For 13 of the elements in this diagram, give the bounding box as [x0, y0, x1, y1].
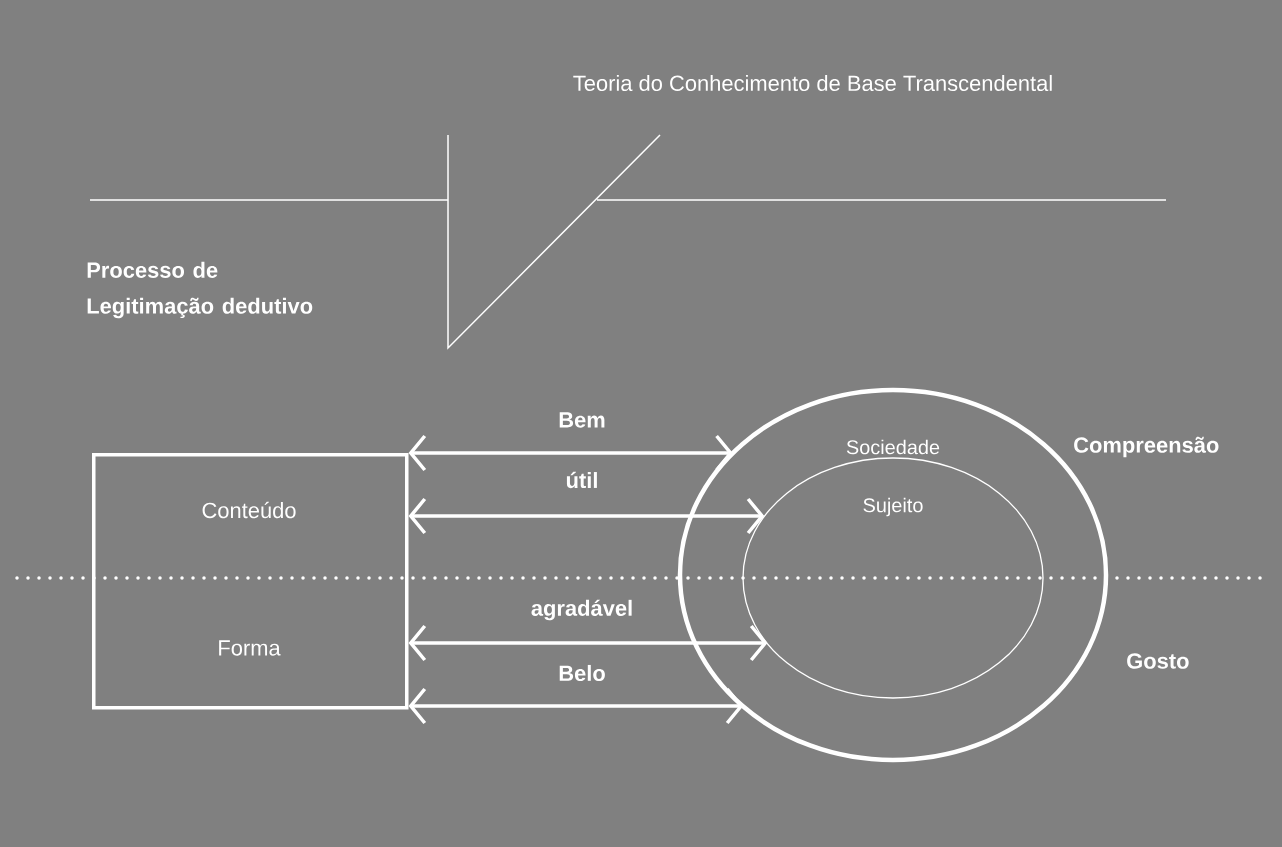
side-label: Gosto	[1127, 653, 1189, 669]
content-box: Conteúdo Forma	[92, 453, 409, 710]
side-label: Compreensão	[1074, 436, 1219, 458]
edge-label: agradável	[531, 599, 632, 621]
double-arrow	[408, 624, 768, 662]
edge-label: Belo	[559, 664, 605, 682]
side-label: Processo de Legitimação dedutivo	[87, 261, 313, 319]
double-arrow	[408, 497, 765, 535]
double-arrow	[408, 687, 744, 725]
double-arrow	[408, 434, 733, 472]
edge-label: Bem	[559, 412, 605, 428]
title: Teoria do Conhecimento de Base Transcendental	[573, 74, 1052, 92]
edge-label: útil	[566, 471, 597, 489]
